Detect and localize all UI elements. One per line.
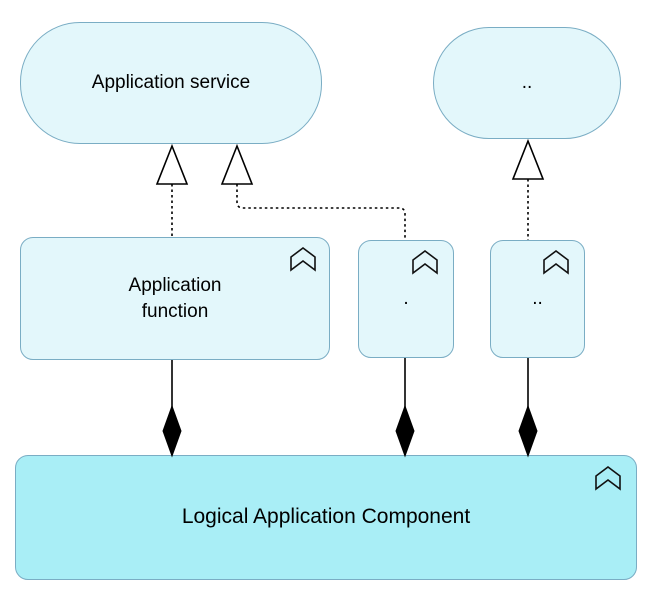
node-label: . xyxy=(403,288,409,310)
node-label: Application function xyxy=(128,274,222,322)
realization-connector xyxy=(236,184,406,240)
filled-diamond-arrowhead xyxy=(395,404,415,458)
node-logical-application-component[interactable]: Logical Application Component xyxy=(15,455,637,580)
archimate-chevron-icon xyxy=(412,250,438,275)
node-label: .. xyxy=(532,288,543,310)
hollow-triangle-arrowhead xyxy=(511,138,545,180)
node-application-function[interactable]: Application function xyxy=(20,237,330,360)
archimate-chevron-icon xyxy=(290,247,316,272)
hollow-triangle-arrowhead xyxy=(220,143,254,185)
filled-diamond-arrowhead xyxy=(162,404,182,458)
node-application-service[interactable]: Application service xyxy=(20,22,322,144)
node-service-placeholder[interactable]: .. xyxy=(433,27,621,139)
node-label: .. xyxy=(521,72,533,94)
node-function-placeholder-2[interactable]: .. xyxy=(490,240,585,358)
node-label: Logical Application Component xyxy=(181,505,471,529)
node-function-placeholder-1[interactable]: . xyxy=(358,240,454,358)
archimate-chevron-icon xyxy=(595,466,621,491)
node-label: Application service xyxy=(91,72,251,94)
archimate-chevron-icon xyxy=(543,250,569,275)
filled-diamond-arrowhead xyxy=(518,404,538,458)
hollow-triangle-arrowhead xyxy=(155,143,189,185)
